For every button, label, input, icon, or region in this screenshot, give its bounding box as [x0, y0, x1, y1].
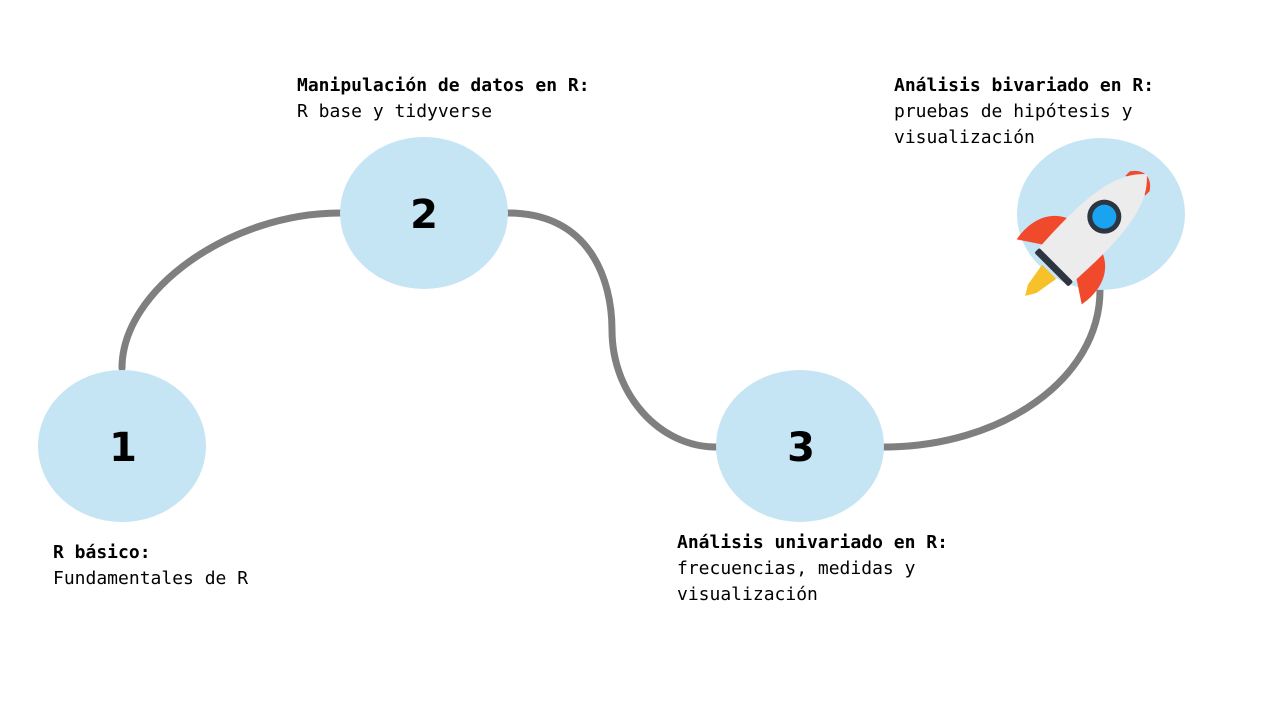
step-description-3-line-2: visualización [677, 584, 818, 605]
step-title-4: Análisis bivariado en R: [894, 75, 1155, 96]
step-description-3-line-1: frecuencias, medidas y [677, 558, 916, 579]
step-title-2: Manipulación de datos en R: [297, 75, 590, 96]
step-title-1: R básico: [53, 542, 151, 563]
step-number-3: 3 [787, 425, 815, 471]
step-node-3: 3 [716, 370, 884, 522]
step-description-1: Fundamentales de R [53, 568, 249, 589]
step-description-4-line-1: pruebas de hipótesis y [894, 101, 1133, 122]
step-label-1: R básico: Fundamentales de R [53, 540, 248, 592]
step-title-3: Análisis univariado en R: [677, 532, 948, 553]
step-label-3: Análisis univariado en R: frecuencias, m… [677, 530, 948, 608]
step-label-2: Manipulación de datos en R: R base y tid… [297, 73, 590, 125]
rocket-icon [1016, 170, 1151, 305]
step-node-2: 2 [340, 137, 508, 289]
step-number-2: 2 [410, 192, 438, 238]
roadmap-path [118, 209, 1104, 451]
step-node-1: 1 [38, 370, 206, 522]
step-number-1: 1 [109, 425, 137, 471]
step-description-4-line-2: visualización [894, 127, 1035, 148]
step-label-4: Análisis bivariado en R: pruebas de hipó… [894, 73, 1154, 151]
step-description-2: R base y tidyverse [297, 101, 493, 122]
